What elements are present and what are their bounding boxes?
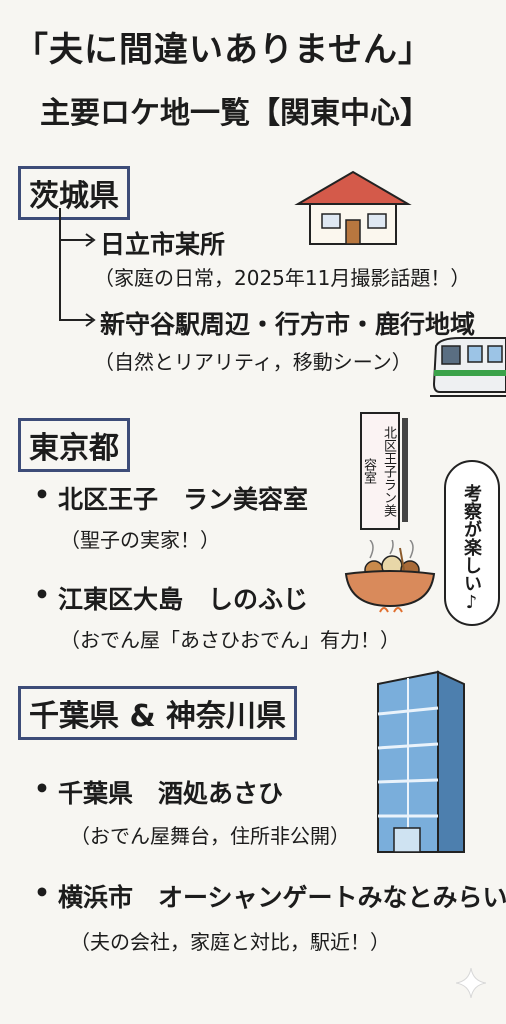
page-subtitle: 主要ロケ地一覧【関東中心】 [40, 96, 430, 131]
bullet: • [34, 878, 50, 907]
location-ocean-gate: 横浜市 オーシャンゲートみなとみらい [58, 883, 506, 912]
note-shinofuji: （おでん屋「あさひおでん」有力！） [60, 628, 400, 652]
location-oji-salon: 北区王子 ラン美容室 [58, 485, 309, 514]
branch-arrows-icon [59, 208, 96, 327]
section-heading-ibaraki: 茨城県 [18, 166, 130, 220]
note-ocean-gate: （夫の会社，家庭と対比，駅近！） [70, 930, 390, 954]
train-icon [430, 337, 506, 397]
note-shin-moriya: （自然とリアリティ，移動シーン） [94, 350, 412, 374]
sign-pole [402, 418, 408, 522]
note-hitachi: （家庭の日常，2025年11月撮影話題！） [94, 266, 471, 290]
page-title: 「夫に間違いありません」 [14, 30, 433, 70]
location-shin-moriya: 新守谷駅周辺・行方市・鹿行地域 [100, 310, 476, 339]
bullet: • [34, 480, 50, 509]
note-oji-salon: （聖子の実家！） [60, 528, 220, 552]
office-building-icon [377, 670, 465, 853]
salon-sign: 北区王子ラン美容室 [360, 412, 400, 530]
location-shinofuji: 江東区大島 しのふじ [58, 585, 309, 614]
oden-pot-icon [344, 540, 436, 613]
sparkle-icon [456, 968, 486, 998]
section-heading-chiba-kanagawa: 千葉県 & 神奈川県 [18, 686, 298, 740]
section-heading-tokyo: 東京都 [18, 418, 130, 472]
speech-bubble: 考察が楽しい♪ [444, 460, 500, 626]
location-sakedokoro-asahi: 千葉県 酒処あさひ [58, 779, 284, 808]
bullet: • [34, 774, 50, 803]
house-icon [294, 170, 412, 245]
location-hitachi: 日立市某所 [100, 230, 226, 259]
bullet: • [34, 580, 50, 609]
note-sakedokoro-asahi: （おでん屋舞台，住所非公開） [70, 824, 350, 848]
